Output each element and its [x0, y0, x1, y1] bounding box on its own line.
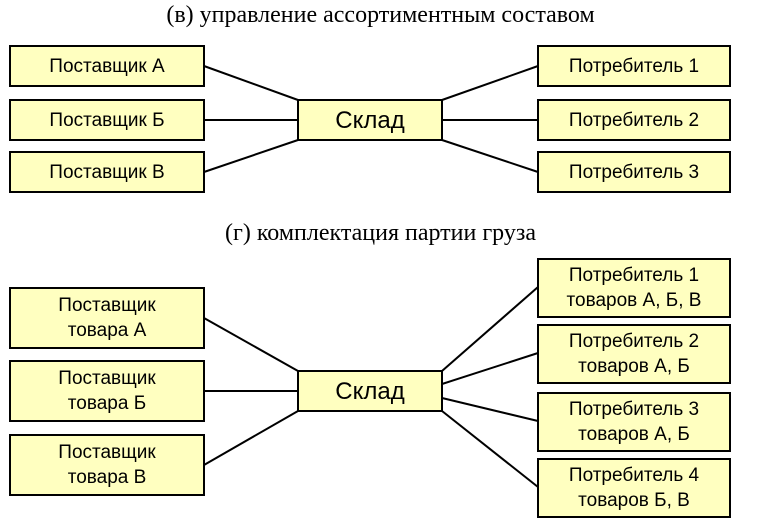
connector-g-consumer-4 [441, 410, 539, 488]
consumer-goods-4-box: Потребитель 4 товаров Б, В [537, 458, 731, 518]
connector-v-supplier-a [203, 65, 299, 101]
connector-g-consumer-1 [441, 286, 539, 372]
connector-v-supplier-v [203, 139, 299, 173]
connector-v-consumer-1 [441, 65, 539, 101]
supplier-goods-v-box: Поставщик товара В [9, 434, 205, 496]
consumer-2-box: Потребитель 2 [537, 99, 731, 141]
supplier-v-box: Поставщик В [9, 151, 205, 193]
consumer-goods-3-box: Потребитель 3 товаров А, Б [537, 392, 731, 452]
supplier-a-box: Поставщик А [9, 45, 205, 87]
connector-g-consumer-2 [441, 352, 539, 385]
connector-g-consumer-3 [441, 397, 539, 422]
supplier-goods-a-box: Поставщик товара А [9, 287, 205, 349]
consumer-goods-2-box: Потребитель 2 товаров А, Б [537, 324, 731, 384]
connector-g-supplier-a [203, 317, 299, 372]
connector-g-supplier-v [203, 410, 299, 466]
warehouse-box: Склад [297, 99, 443, 141]
consumer-goods-1-box: Потребитель 1 товаров А, Б, В [537, 258, 731, 318]
panel-v-caption: (в) управление ассортиментным составом [166, 2, 595, 28]
consumer-1-box: Потребитель 1 [537, 45, 731, 87]
warehouse-box: Склад [297, 370, 443, 412]
consumer-3-box: Потребитель 3 [537, 151, 731, 193]
supplier-b-box: Поставщик Б [9, 99, 205, 141]
supplier-goods-b-box: Поставщик товара Б [9, 360, 205, 422]
connector-v-consumer-3 [441, 139, 539, 173]
panel-g-caption: (г) комплектация партии груза [225, 220, 536, 246]
